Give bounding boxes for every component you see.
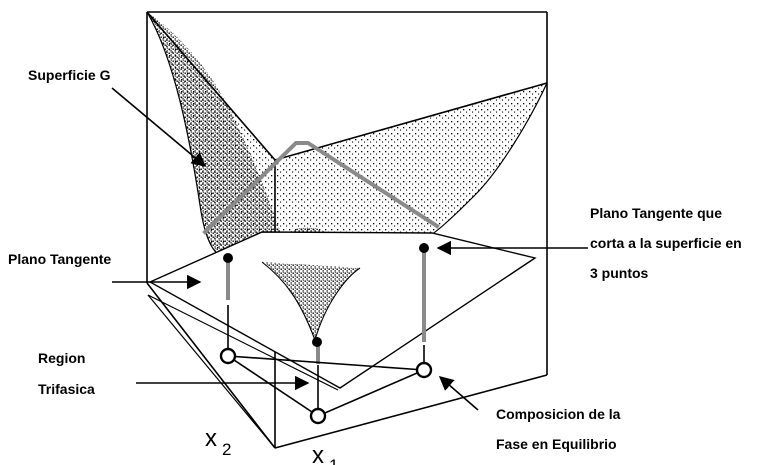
axis-label-x1: x 1 — [312, 442, 338, 465]
annotation-arrows — [111, 87, 588, 411]
projection-lines — [227, 305, 425, 417]
svg-text:x: x — [312, 442, 324, 465]
tangent-point-right — [419, 243, 429, 253]
composition-point-1 — [219, 347, 237, 365]
tangent-point-left — [223, 253, 233, 263]
svg-text:2: 2 — [222, 440, 231, 459]
composition-point-3 — [415, 361, 433, 379]
svg-text:1: 1 — [329, 456, 338, 465]
label-composition-line2: Fase en Equilibrio — [496, 436, 617, 452]
svg-text:x: x — [205, 425, 217, 452]
label-surface-g: Superficie G — [28, 67, 111, 83]
label-region-line2: Trifasica — [38, 381, 95, 397]
label-region-line1: Region — [38, 350, 85, 366]
label-tangent-cut-line2: corta a la superficie en — [590, 235, 742, 251]
label-tangent-plane: Plano Tangente — [8, 251, 111, 267]
tangent-plane — [147, 231, 537, 449]
label-tangent-cut-line1: Plano Tangente que — [590, 205, 722, 221]
composition-point-2 — [309, 407, 327, 425]
arrow-composition — [438, 376, 479, 411]
surface-tip — [262, 262, 360, 340]
gray-tie-lines — [202, 141, 440, 364]
label-composition-line1: Composicion de la — [496, 406, 621, 422]
label-tangent-cut-line3: 3 puntos — [590, 265, 649, 281]
tangent-point-center — [312, 337, 322, 347]
axis-label-x2: x 2 — [205, 425, 231, 459]
arrow-surface — [111, 87, 207, 167]
